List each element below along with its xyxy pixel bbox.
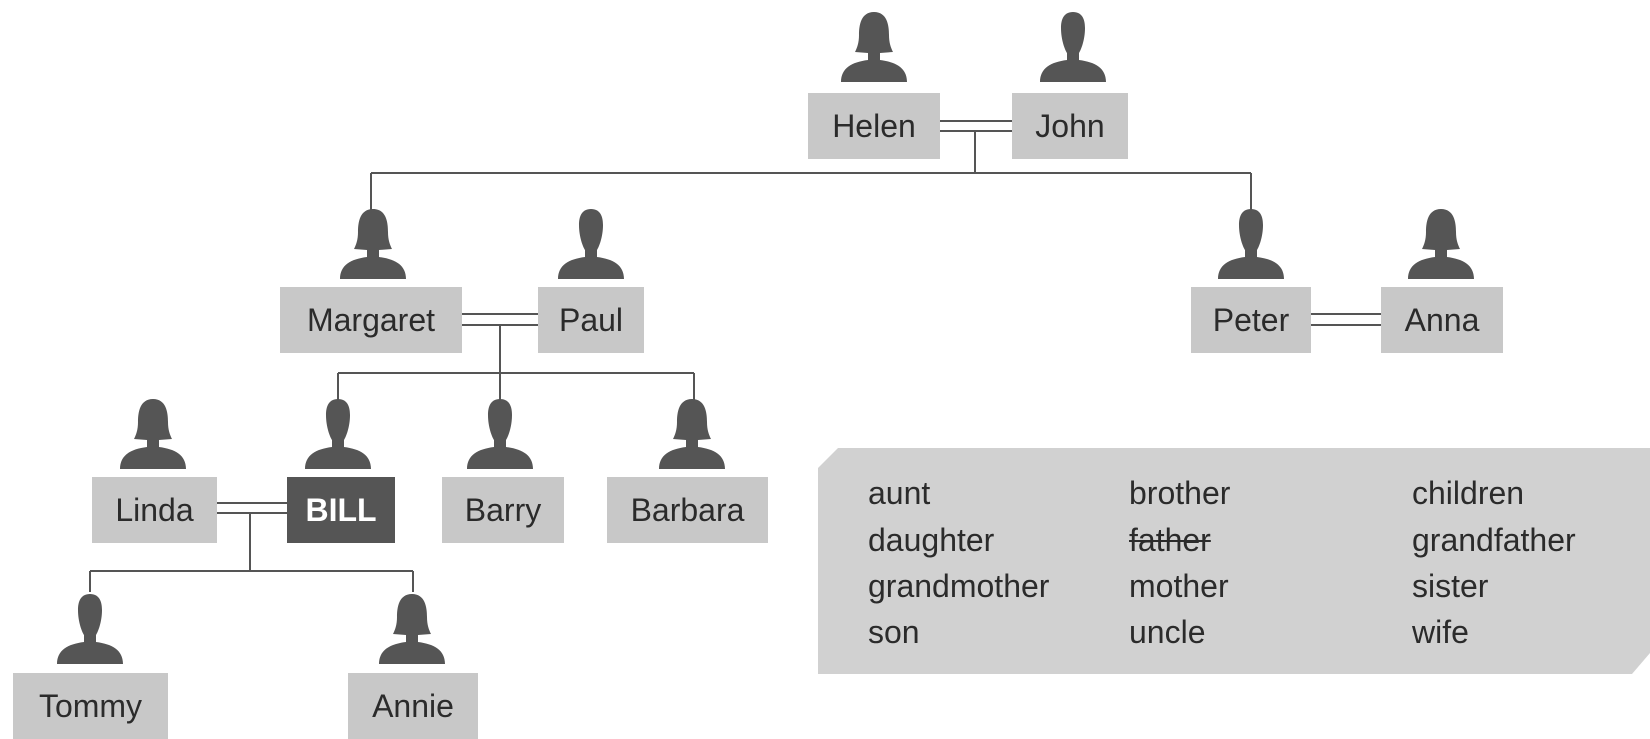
word-bank-item: mother xyxy=(1129,568,1229,604)
word-bank-item: grandfather xyxy=(1412,522,1576,558)
male-person-icon xyxy=(1218,209,1284,279)
name-box-anna: Anna xyxy=(1381,287,1503,353)
word-bank-item-crossed-out: father xyxy=(1129,522,1211,558)
female-person-icon xyxy=(1408,209,1474,279)
name-box-linda: Linda xyxy=(92,477,217,543)
female-person-icon xyxy=(659,399,725,469)
male-person-icon xyxy=(467,399,533,469)
name-box-john: John xyxy=(1012,93,1128,159)
male-person-icon xyxy=(558,209,624,279)
name-box-peter: Peter xyxy=(1191,287,1311,353)
word-bank-item: brother xyxy=(1129,475,1231,511)
word-bank-item: children xyxy=(1412,475,1525,511)
male-person-icon xyxy=(305,399,371,469)
male-person-icon xyxy=(57,594,123,664)
name-box-annie: Annie xyxy=(348,673,478,739)
word-bank-item: daughter xyxy=(868,522,995,558)
word-bank-item: uncle xyxy=(1129,614,1206,650)
name-box-paul: Paul xyxy=(538,287,644,353)
name-box-bill: BILL xyxy=(287,477,395,543)
female-person-icon xyxy=(120,399,186,469)
female-person-icon xyxy=(841,12,907,82)
word-bank-item: wife xyxy=(1412,614,1469,650)
name-box-helen: Helen xyxy=(808,93,940,159)
word-bank-panel: aunt daughter grandmother son brother fa… xyxy=(818,448,1650,674)
word-bank-item: sister xyxy=(1412,568,1489,604)
name-box-margaret: Margaret xyxy=(280,287,462,353)
male-person-icon xyxy=(1040,12,1106,82)
name-box-barbara: Barbara xyxy=(607,477,768,543)
name-box-tommy: Tommy xyxy=(13,673,168,739)
word-bank-item: son xyxy=(868,614,920,650)
female-person-icon xyxy=(379,594,445,664)
name-box-barry: Barry xyxy=(442,477,564,543)
word-bank-item: aunt xyxy=(868,475,931,511)
female-person-icon xyxy=(340,209,406,279)
word-bank-item: grandmother xyxy=(868,568,1050,604)
